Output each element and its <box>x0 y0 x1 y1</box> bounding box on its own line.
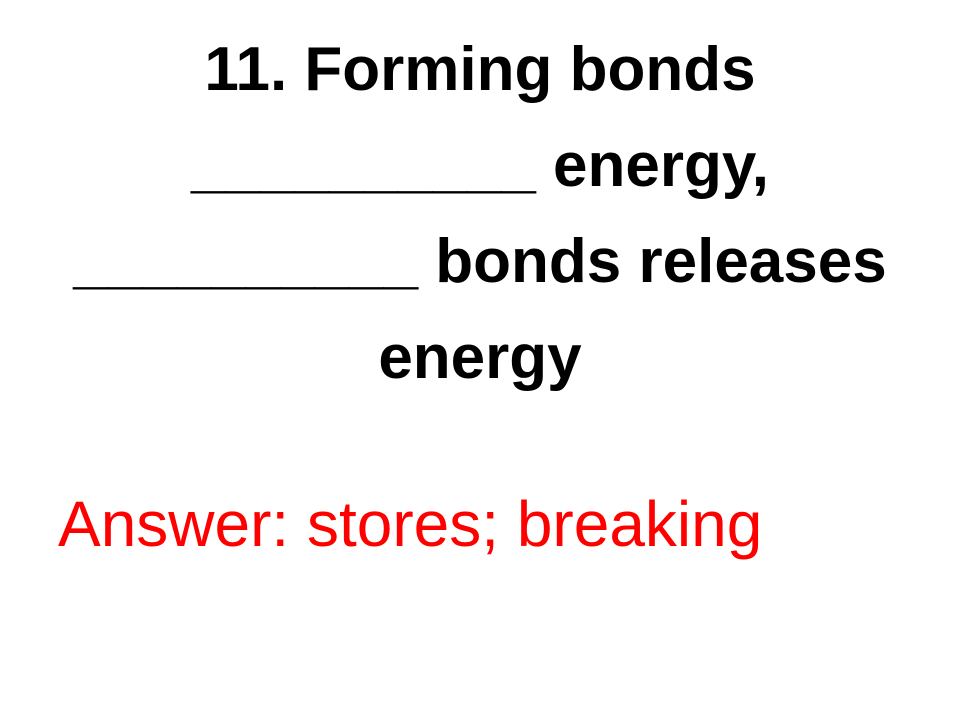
question-line-1: 11. Forming bonds <box>204 35 756 104</box>
question-line-3: __________ bonds releases <box>73 227 887 296</box>
question-line-4: energy <box>378 323 582 392</box>
answer-text: Answer: stores; breaking <box>58 488 763 560</box>
question-line-2: __________ energy, <box>191 131 769 200</box>
question-text: 11. Forming bonds __________ energy, ___… <box>20 22 940 406</box>
